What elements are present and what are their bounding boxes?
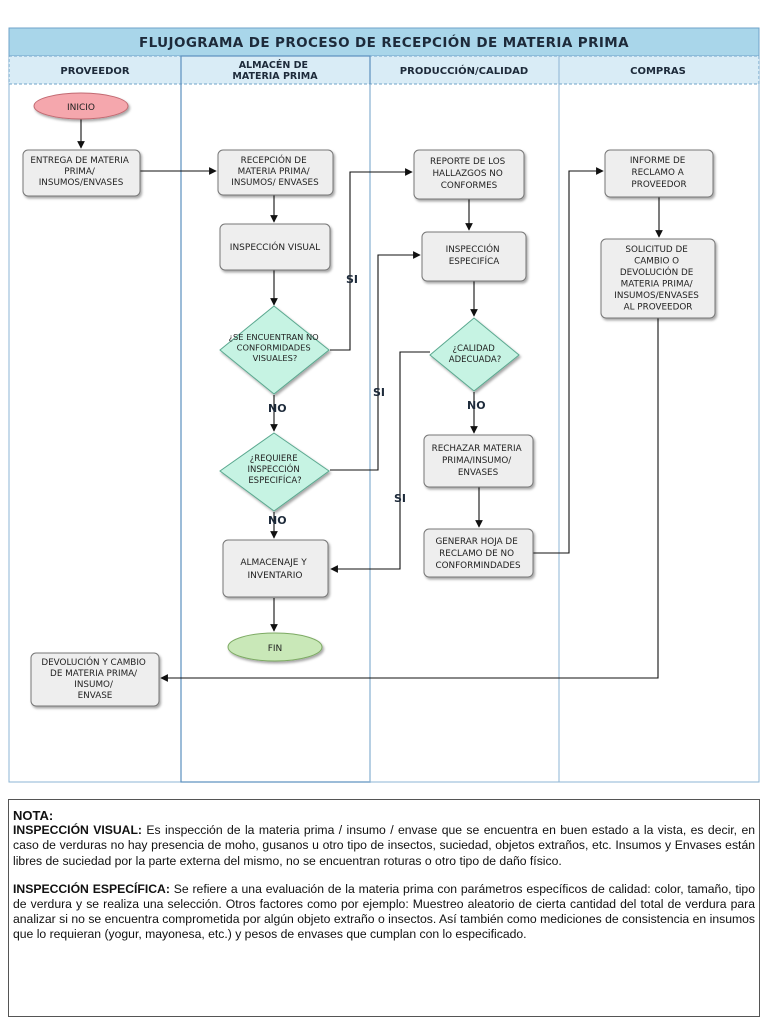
note-especifica-paragraph: INSPECCIÓN ESPECÍFICA: Se refiere a una … [13,882,755,943]
note-especifica-text: Se refiere a una evaluación de la materi… [13,881,755,942]
svg-text:SOLICITUD DE CAMBIO O: SOLICITUD DE CAMBIO O DEVOLUCIÓN DE MATE… [614,245,701,313]
edge-label-si: SI [394,492,406,505]
svg-text:¿REQUIERE INSPECCIÓN: ¿REQUIERE INSPECCIÓN ESPECIFÍCA? [248,454,303,486]
svg-text:INFORME DE RECLAMO A: INFORME DE RECLAMO A PROVEEDOR [630,156,688,190]
process-entrega: ENTREGA DE MATERIA PRIMA/ INSUMOS/ENVASE… [22,149,141,197]
end-node: FIN [227,632,323,662]
lane-compras: COMPRAS [630,66,686,77]
svg-text:INSPECCIÓN ESPECIFÍCA: INSPECCIÓN ESPECIFÍCA [446,243,503,267]
edge-label-no: NO [268,402,287,415]
edge-label-no: NO [268,514,287,527]
svg-text:GENERAR HOJA DE RECLAMO: GENERAR HOJA DE RECLAMO DE NO CONFORMIND… [435,537,521,571]
svg-text:INSPECCIÓN VISUAL: INSPECCIÓN VISUAL [230,241,320,253]
process-almacenaje: ALMACENAJE Y INVENTARIO [222,539,329,598]
process-inspeccion-especifica: INSPECCIÓN ESPECIFÍCA [421,231,527,282]
svg-text:RECHAZAR MATERIA PRIMA/I: RECHAZAR MATERIA PRIMA/INSUMO/ ENVASES [432,444,525,478]
process-solicitud: SOLICITUD DE CAMBIO O DEVOLUCIÓN DE MATE… [600,238,716,319]
decision-conformidades: ¿SE ENCUENTRAN NO CONFORMIDADES VISUALES… [219,305,330,395]
edge-label-si: SI [373,386,385,399]
diagram-title: FLUJOGRAMA DE PROCESO DE RECEPCIÓN DE MA… [139,33,629,51]
edge-si-especifica [330,251,421,471]
process-generar: GENERAR HOJA DE RECLAMO DE NO CONFORMIND… [423,528,534,578]
lane-produccion: PRODUCCIÓN/CALIDAD [400,64,528,77]
process-reporte: REPORTE DE LOS HALLAZGOS NO CONFORMES [413,149,525,200]
title-bar [8,27,760,57]
lane-header-row [8,55,760,85]
flowchart: FLUJOGRAMA DE PROCESO DE RECEPCIÓN DE MA… [8,27,760,783]
svg-text:REPORTE DE LOS HALLAZGOS: REPORTE DE LOS HALLAZGOS NO CONFORMES [430,157,508,191]
start-node: INICIO [33,92,129,120]
lane-proveedor: PROVEEDOR [60,66,129,77]
edge-si-reporte [330,168,413,351]
process-recepcion: RECEPCIÓN DE MATERIA PRIMA/ INSUMOS/ ENV… [217,149,334,196]
edge-solicitud-devolucion [160,318,659,682]
note-especifica-heading: INSPECCIÓN ESPECÍFICA: [13,881,170,896]
svg-text:FIN: FIN [268,644,283,654]
process-informe: INFORME DE RECLAMO A PROVEEDOR [604,149,714,198]
edge-generar-informe [533,167,604,554]
edge-label-no: NO [467,399,486,412]
process-inspeccion-visual: INSPECCIÓN VISUAL [219,223,331,271]
lane-almacen: ALMACÉN DE MATERIA PRIMA [232,59,318,82]
svg-text:INICIO: INICIO [67,103,95,113]
note-box: NOTA: INSPECCIÓN VISUAL: Es inspección d… [8,799,760,1017]
svg-text:RECEPCIÓN DE MATERIA PRI: RECEPCIÓN DE MATERIA PRIMA/ INSUMOS/ ENV… [231,154,319,188]
edge-label-si: SI [346,273,358,286]
decision-requiere: ¿REQUIERE INSPECCIÓN ESPECIFÍCA? [219,432,330,512]
note-visual-text: Es inspección de la materia prima / insu… [13,823,755,868]
svg-text:¿CALIDAD ADECUADA?: ¿CALIDAD ADECUADA? [449,344,501,365]
note-visual-heading: INSPECCIÓN VISUAL: [13,823,142,838]
svg-text:ALMACENAJE Y INVENTARIO: ALMACENAJE Y INVENTARIO [240,558,309,581]
svg-text:ENTREGA DE MATERIA PRIMA: ENTREGA DE MATERIA PRIMA/ INSUMOS/ENVASE… [30,156,131,188]
process-rechazar: RECHAZAR MATERIA PRIMA/INSUMO/ ENVASES [423,434,534,488]
note-visual-paragraph: INSPECCIÓN VISUAL: Es inspección de la m… [13,823,755,869]
process-devolucion: DEVOLUCIÓN Y CAMBIO DE MATERIA PRIMA/ IN… [30,652,160,707]
edge-si-almacenaje [330,351,430,573]
note-title: NOTA: [13,808,54,823]
decision-calidad: ¿CALIDAD ADECUADA? [429,317,520,392]
svg-text:DEVOLUCIÓN Y CAMBIO DE M: DEVOLUCIÓN Y CAMBIO DE MATERIA PRIMA/ IN… [41,656,148,701]
svg-text:¿SE ENCUENTRAN NO CONFOR: ¿SE ENCUENTRAN NO CONFORMIDADES VISUALES… [229,332,322,363]
connectors [77,119,663,682]
